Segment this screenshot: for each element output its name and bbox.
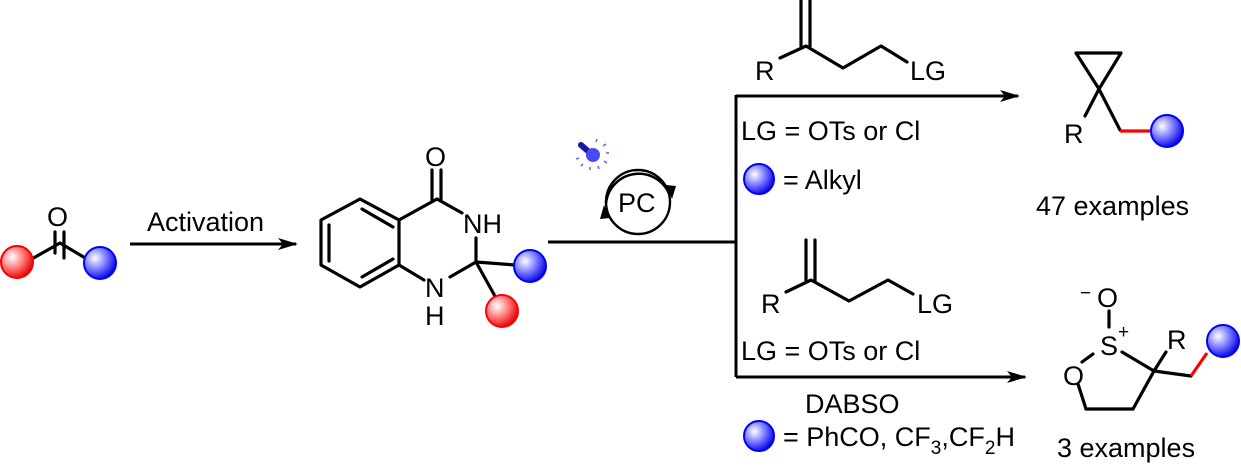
sphere-def-mid: ,CF: [941, 422, 985, 452]
sphere-definition: = PhCO, CF3,CF2H: [783, 422, 1015, 459]
s-c-bond: [1120, 350, 1156, 373]
sphere-def-suffix: H: [995, 422, 1015, 452]
product-ring-oxygen: O: [1063, 361, 1084, 391]
photocatalyst-cycle: PC: [600, 168, 676, 236]
bond-to-blue: [474, 260, 517, 267]
blue-sphere-icon: [1150, 114, 1184, 148]
ring-bond: [1076, 382, 1088, 411]
new-bond-red: [1189, 352, 1209, 377]
blue-sphere-icon: [83, 246, 117, 280]
subscript-3: 3: [931, 438, 942, 459]
cycle-arrowhead: [666, 185, 676, 199]
ring-bond: [448, 260, 478, 279]
plus-charge: +: [1118, 322, 1129, 343]
minus-charge: −: [1080, 283, 1091, 304]
lg-definition: LG = OTs or Cl: [741, 336, 920, 366]
reagent-chain: [778, 44, 909, 70]
blue-sphere-icon: [513, 249, 547, 283]
reactant-oxygen: O: [47, 202, 68, 232]
examples-count: 3 examples: [1057, 433, 1195, 463]
red-sphere-icon: [485, 294, 519, 328]
intermediate-quinazolinone: O NH N H: [319, 142, 547, 331]
sphere-def-prefix: = PhCO, CF: [783, 422, 931, 452]
bond-to-r: [1152, 350, 1168, 373]
blue-sphere-icon: [1206, 324, 1240, 358]
product-sulfur: S: [1100, 331, 1118, 361]
intermediate-n: N: [425, 273, 445, 303]
intermediate-nh: NH: [463, 209, 502, 239]
sphere-definition: = Alkyl: [783, 165, 862, 195]
aromatic-bond: [360, 257, 395, 279]
dabso-label: DABSO: [805, 389, 900, 419]
reagent-chain: [784, 278, 915, 303]
ring-bond: [397, 263, 426, 282]
bond-to-red: [474, 260, 498, 300]
red-sphere-icon: [0, 245, 34, 279]
ring-bond: [397, 197, 439, 222]
reactant-backbone: [28, 241, 94, 264]
product-r: R: [1167, 325, 1187, 355]
product-r: R: [1064, 119, 1084, 149]
aromatic-bond: [360, 207, 395, 229]
bond-to-r: [1083, 87, 1101, 118]
blue-sphere-icon: [743, 420, 775, 452]
reagent-lg: LG: [910, 56, 946, 86]
examples-count: 47 examples: [1036, 191, 1189, 221]
bond-to-ch2: [1152, 369, 1193, 378]
lg-definition: LG = OTs or Cl: [741, 116, 920, 146]
bottom-branch: R LG LG = OTs or Cl DABSO = PhCO, CF3,CF…: [736, 238, 1240, 463]
light-bulb-icon: [575, 138, 609, 170]
cyclopropane-ring: [1074, 51, 1123, 91]
pc-label: PC: [618, 188, 656, 218]
subscript-2: 2: [985, 438, 996, 459]
ring-bond: [435, 197, 464, 215]
bond-to-ch2: [1097, 87, 1122, 132]
reagent-r: R: [761, 289, 781, 319]
intermediate-oxygen: O: [425, 142, 446, 172]
benzene-ring: [319, 197, 401, 289]
product-oxide-oxygen: O: [1097, 283, 1118, 313]
blue-sphere-icon: [743, 163, 775, 195]
reactant-ketone: O: [0, 202, 117, 280]
intermediate-h: H: [425, 301, 445, 331]
activation-label: Activation: [147, 207, 264, 237]
ring-o-s-bond: [1080, 352, 1095, 364]
reagent-lg: LG: [917, 289, 953, 319]
reagent-r: R: [755, 56, 775, 86]
ring-bond: [1131, 369, 1156, 411]
cycle-arrowhead: [600, 205, 610, 219]
top-branch: R LG LG = OTs or Cl = Alkyl R 47 example…: [736, 0, 1189, 221]
cycle-circle: [604, 168, 672, 236]
